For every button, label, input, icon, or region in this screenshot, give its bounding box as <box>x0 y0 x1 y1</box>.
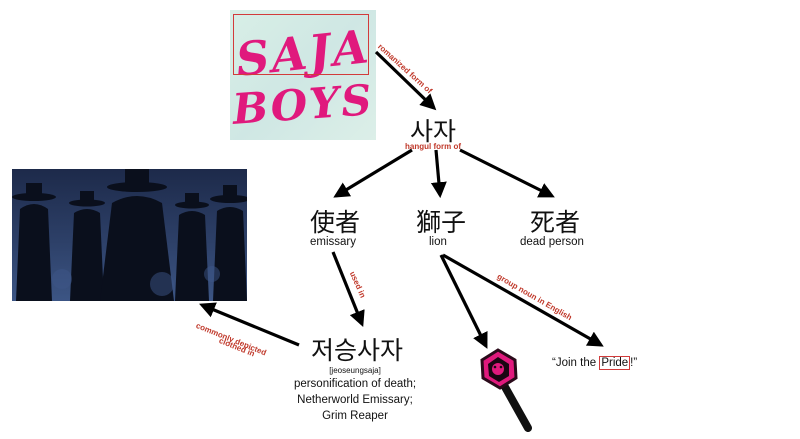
lightstick-icon <box>480 348 532 432</box>
reaper-figures <box>12 169 247 301</box>
arrow-saja-to-dead <box>459 148 555 198</box>
definition-line-3: Grim Reaper <box>322 410 388 422</box>
arrow-lion-to-pride <box>442 253 604 347</box>
arrow-lion-to-lightstick <box>439 254 488 349</box>
gloss-lion: lion <box>429 236 447 248</box>
romanization-text: [jeoseungsaja] <box>329 366 381 375</box>
quote-prefix: “Join the <box>552 357 600 369</box>
node-hanja-emissary: 使者 <box>310 208 361 237</box>
arrow-emissary-to-jeoseung <box>331 251 365 327</box>
arrow-saja-to-lion <box>430 149 447 199</box>
saja-boys-logo: SAJA BOYS <box>230 10 376 140</box>
logo-highlight-box <box>233 14 369 75</box>
node-jeoseungsaja: 저승사자 <box>311 336 404 365</box>
pride-highlighted-word: Pride <box>599 356 631 370</box>
definition-line-1: personification of death; <box>293 378 417 390</box>
grim-reaper-scene-image <box>12 169 247 301</box>
gloss-dead-person: dead person <box>520 236 584 248</box>
edge-label-hangul-form: hangul form of <box>405 142 461 151</box>
gloss-emissary: emissary <box>310 236 357 248</box>
arrow-saja-to-emissary <box>333 148 413 198</box>
quote-suffix: !” <box>630 357 638 369</box>
node-hanja-dead: 死者 <box>530 208 581 237</box>
node-saja-hangul: 사자 <box>410 117 457 146</box>
join-the-pride-quote: “Join the Pride!” <box>552 356 638 370</box>
arrow-logo-to-saja <box>374 50 437 111</box>
node-hanja-lion: 獅子 <box>416 208 467 237</box>
arrow-jeoseung-to-scene <box>199 302 300 347</box>
definition-line-2: Netherworld Emissary; <box>297 394 413 406</box>
